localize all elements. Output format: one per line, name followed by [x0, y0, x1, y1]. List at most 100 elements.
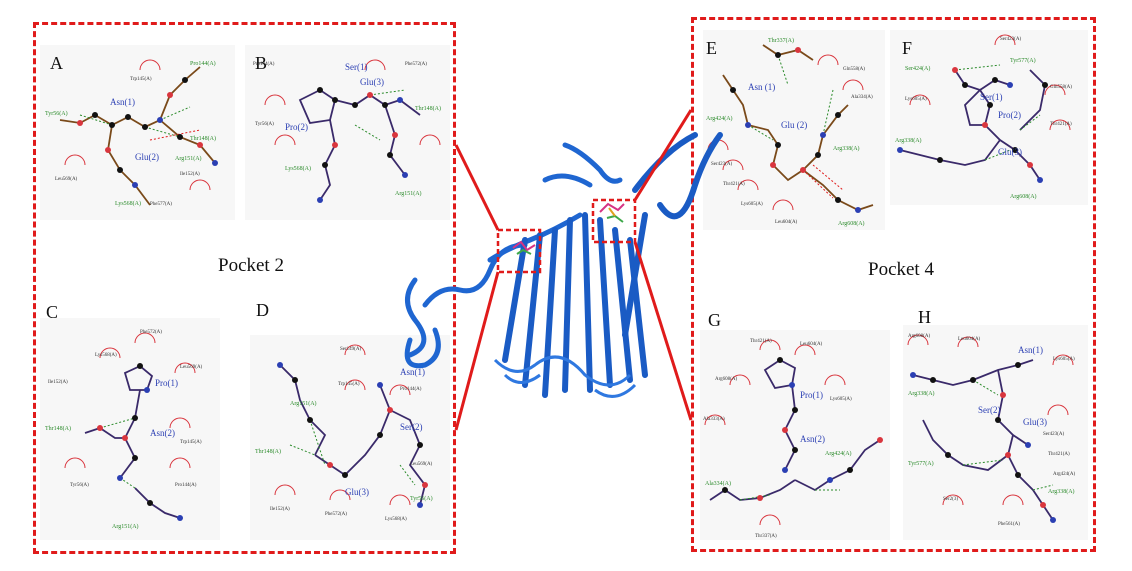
panel-f-residue-2: Pro(2) — [998, 110, 1021, 120]
panel-g-small-4: Lys605(A) — [830, 397, 852, 402]
panel-h-small-1: Arg608(A) — [908, 334, 930, 339]
panel-d-molecule: Asn(1) Ser(2) Glu(3) Arg151(A) Thr148(A)… — [255, 344, 433, 522]
panel-d-green-1: Arg151(A) — [290, 400, 317, 407]
panel-c-green-1: Thr148(A) — [45, 425, 71, 432]
panel-e-interaction-diagram: Asn (1) Glu (2) Thr337(A) Arg424(A) Arg3… — [703, 30, 885, 230]
panel-d-letter: D — [256, 300, 269, 320]
panel-e-residue-2: Glu (2) — [781, 120, 807, 130]
panel-c-interaction-diagram: Pro(1) Asn(2) Thr148(A) Arg151(A) Phe572… — [40, 302, 220, 540]
panel-c-molecule: Pro(1) Asn(2) Thr148(A) Arg151(A) Phe572… — [45, 330, 203, 530]
panel-a-green-3: Thr148(A) — [190, 135, 216, 142]
panel-f-small-2: Gln558(A) — [1050, 85, 1072, 90]
panel-a-residue-2: Glu(2) — [135, 152, 159, 162]
panel-g-green-1: Ala334(A) — [705, 480, 731, 487]
panel-g-small-1: Thr421(A) — [750, 339, 772, 344]
panel-e-small-4: Thr421(A) — [723, 182, 745, 187]
panel-g-molecule: Pro(1) Asn(2) Ala334(A) Arg424(A) Thr421… — [703, 339, 883, 539]
panel-f-green-3: Arg608(A) — [1010, 193, 1037, 200]
panel-g-residue-2: Asn(2) — [800, 434, 825, 444]
panel-f-green-2: Tyr577(A) — [1010, 57, 1036, 64]
panel-b-letter: B — [255, 53, 268, 73]
panel-c-small-6: Tyr56(A) — [70, 483, 89, 488]
pocket-2-site-box — [496, 228, 542, 274]
panel-d-small-6: Phe572(A) — [325, 512, 347, 517]
panel-f-letter: F — [902, 38, 913, 58]
panel-f-residue-1: Ser(1) — [980, 92, 1003, 102]
panel-a-small-1: Trp145(A) — [130, 77, 152, 82]
pocket-4-frame — [691, 17, 1096, 552]
panel-a-small-2: Ile152(A) — [180, 172, 200, 177]
panel-c-small-1: Phe572(A) — [140, 330, 162, 335]
panel-g-small-3: Arg608(A) — [715, 377, 737, 382]
panel-f-small-4: Thr421(A) — [1050, 122, 1072, 127]
panel-b-molecule: Ser(1) Pro(2) Glu(3) Thr148(A) Lys568(A)… — [253, 59, 441, 203]
panel-c-small-3: Ile152(A) — [48, 380, 68, 385]
panel-c-residue-1: Pro(1) — [155, 378, 178, 388]
panel-b-small-3: Tyr56(A) — [255, 122, 274, 127]
panel-e-letter: E — [706, 38, 717, 58]
panel-d-small-3: Pro144(A) — [400, 387, 422, 392]
panel-e-green-1: Thr337(A) — [768, 37, 794, 44]
panel-h-interaction-diagram: Asn(1) Ser(2) Glu(3) Arg338(A) Tyr577(A)… — [903, 307, 1088, 540]
panel-h-green-1: Arg338(A) — [908, 390, 935, 397]
panel-e-green-3: Arg338(A) — [833, 145, 860, 152]
protein-ribbon-structure — [404, 132, 723, 398]
panel-h-small-7: Ser2(3) — [943, 497, 958, 502]
panel-b-interaction-diagram: Ser(1) Pro(2) Glu(3) Thr148(A) Lys568(A)… — [245, 45, 450, 220]
panel-e-small-5: Lys605(A) — [741, 202, 763, 207]
panel-c-small-7: Pro144(A) — [175, 483, 197, 488]
panel-h-small-5: Thr421(A) — [1048, 452, 1070, 457]
panel-h-green-3: Arg338(A) — [1048, 488, 1075, 495]
panel-h-residue-2: Ser(2) — [978, 405, 1001, 415]
panel-d-small-7: Lys568(A) — [385, 517, 407, 522]
panel-b-residue-1: Ser(1) — [345, 62, 368, 72]
panel-b-green-3: Arg151(A) — [395, 190, 422, 197]
panel-h-small-2: Leu604(A) — [958, 337, 981, 342]
panel-b-small-1: Pro144(A) — [253, 62, 275, 67]
panel-g-small-5: Ala333(A) — [703, 417, 725, 422]
panel-h-small-6: Arg424(A) — [1053, 472, 1075, 477]
panel-b-green-2: Lys568(A) — [285, 165, 311, 172]
panel-a-green-4: Arg151(A) — [175, 155, 202, 162]
panel-a-residue-1: Asn(1) — [110, 97, 135, 107]
panel-e-green-4: Arg608(A) — [838, 220, 865, 227]
panel-b-residue-2: Pro(2) — [285, 122, 308, 132]
panel-f-molecule: Ser(1) Pro(2) Glu(3) Ser424(A) Tyr577(A)… — [895, 34, 1072, 200]
panel-g-residue-1: Pro(1) — [800, 390, 823, 400]
panel-g-letter: G — [708, 310, 721, 330]
panel-c-letter: C — [46, 302, 59, 322]
panel-a-small-4: Phe577(A) — [150, 202, 172, 207]
panel-h-residue-3: Glu(3) — [1023, 417, 1047, 427]
panel-c-green-2: Arg151(A) — [112, 523, 139, 530]
panel-d-green-2: Thr148(A) — [255, 448, 281, 455]
panel-c-residue-2: Asn(2) — [150, 428, 175, 438]
panel-d-green-3: Tyr56(A) — [410, 495, 433, 502]
panel-d-small-5: Ile152(A) — [270, 507, 290, 512]
panel-f-green-1: Ser424(A) — [905, 65, 930, 72]
panel-e-molecule: Asn (1) Glu (2) Thr337(A) Arg424(A) Arg3… — [706, 37, 874, 227]
panel-d-small-2: Trp145(A) — [338, 382, 360, 387]
panel-a-green-2: Tyr56(A) — [45, 110, 68, 117]
panel-e-small-2: Ala334(A) — [851, 95, 873, 100]
panel-a-letter: A — [50, 53, 63, 73]
panel-c-small-5: Trp145(A) — [180, 440, 202, 445]
panel-d-residue-2: Ser(2) — [400, 422, 423, 432]
panel-a-green-1: Pro144(A) — [190, 60, 216, 67]
panel-b-green-1: Thr148(A) — [415, 105, 441, 112]
panel-f-small-3: Lys605(A) — [905, 97, 927, 102]
panel-f-small-1: Ser423(A) — [1000, 37, 1021, 42]
panel-g-small-2: Leu604(A) — [800, 342, 823, 347]
panel-e-small-3: Ser423(A) — [711, 162, 732, 167]
panel-d-small-1: Ser149(A) — [340, 347, 361, 352]
panel-d-residue-3: Glu(3) — [345, 487, 369, 497]
panel-h-small-4: Ser423(A) — [1043, 432, 1064, 437]
panel-d-interaction-diagram: Asn(1) Ser(2) Glu(3) Arg151(A) Thr148(A)… — [250, 300, 450, 540]
panel-b-residue-3: Glu(3) — [360, 77, 384, 87]
panel-h-small-3: Lys605(A) — [1053, 357, 1075, 362]
panel-e-green-2: Arg424(A) — [706, 115, 733, 122]
panel-b-small-2: Phe572(A) — [405, 62, 427, 67]
panel-c-small-4: Leu569(A) — [180, 365, 203, 370]
panel-g-small-6: Thr337(A) — [755, 534, 777, 539]
